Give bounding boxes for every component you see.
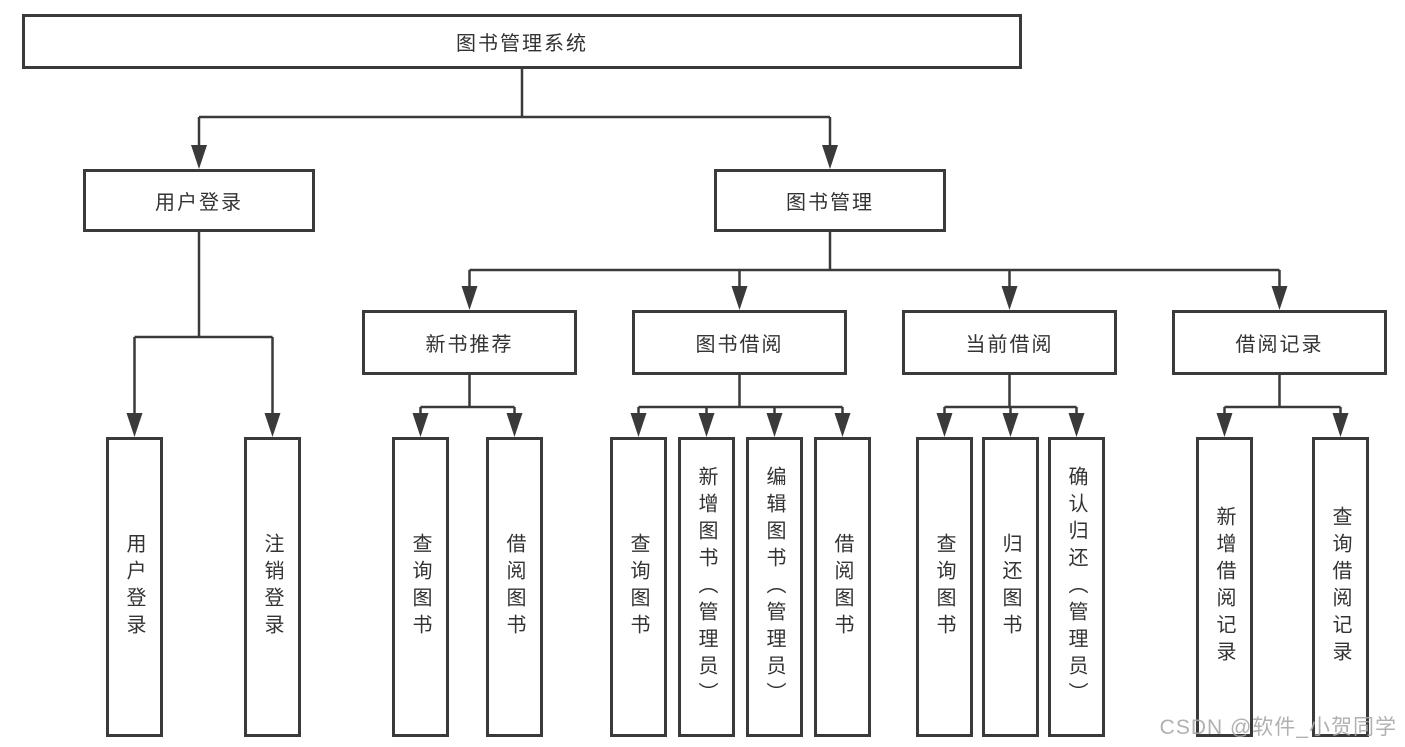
node-library-system-root: 图书管理系统 [22, 14, 1022, 69]
arrowhead-book-borrow [731, 286, 748, 310]
leaf-query-books-recommend: 查询图书 [392, 437, 449, 737]
arrowhead-bb-query [630, 413, 647, 437]
edge-user-login-children [133, 232, 274, 413]
leaf-user-login: 用户登录 [106, 437, 163, 737]
edge-cur-borrow-children [943, 375, 1078, 414]
node-user-login: 用户登录 [83, 169, 315, 232]
leaf-borrow-books-recommend: 借阅图书 [486, 437, 543, 737]
arrowhead-nr-query [412, 413, 429, 437]
leaf-confirm-return-admin: 确认归还（管理员） [1048, 437, 1105, 737]
edge-book-mgmt-children [468, 232, 1281, 287]
arrowhead-cb-confirm [1068, 413, 1085, 437]
leaf-logout: 注销登录 [244, 437, 301, 737]
leaf-query-books-current: 查询图书 [916, 437, 973, 737]
arrowhead-user-login [191, 145, 207, 169]
leaf-query-borrow-record: 查询借阅记录 [1312, 437, 1369, 737]
node-borrowing-records: 借阅记录 [1172, 310, 1387, 375]
leaf-query-books-borrowing: 查询图书 [610, 437, 667, 737]
arrowhead-new-rec [461, 286, 478, 310]
arrowhead-cb-return [1002, 413, 1019, 437]
arrowhead-br-query [1332, 413, 1349, 437]
node-book-management: 图书管理 [714, 169, 946, 232]
arrowhead-cur-borrow [1001, 286, 1018, 310]
edge-book-borrow-children [637, 375, 844, 414]
arrowhead-ul-logout [264, 413, 281, 437]
arrowhead-bb-add [698, 413, 715, 437]
node-new-book-recommend: 新书推荐 [362, 310, 577, 375]
arrowhead-borrow-rec [1271, 286, 1288, 310]
leaf-edit-books-admin: 编辑图书（管理员） [746, 437, 803, 737]
arrowhead-nr-borrow [506, 413, 523, 437]
node-book-borrowing: 图书借阅 [632, 310, 847, 375]
arrowhead-bb-edit [766, 413, 783, 437]
leaf-add-borrow-record: 新增借阅记录 [1196, 437, 1253, 737]
arrowhead-book-mgmt [822, 145, 838, 169]
edge-root-to-level1 [197, 69, 832, 146]
arrowhead-ul-login [126, 413, 143, 437]
edge-borrow-rec-children [1223, 375, 1342, 414]
arrowhead-bb-borrow [834, 413, 851, 437]
edge-new-rec-children [419, 375, 516, 414]
arrowhead-cb-query [936, 413, 953, 437]
leaf-borrow-books: 借阅图书 [814, 437, 871, 737]
leaf-add-books-admin: 新增图书（管理员） [678, 437, 735, 737]
leaf-return-books: 归还图书 [982, 437, 1039, 737]
node-current-borrowing: 当前借阅 [902, 310, 1117, 375]
arrowhead-br-add [1216, 413, 1233, 437]
csdn-watermark: CSDN @软件_小贺同学 [1159, 716, 1397, 739]
